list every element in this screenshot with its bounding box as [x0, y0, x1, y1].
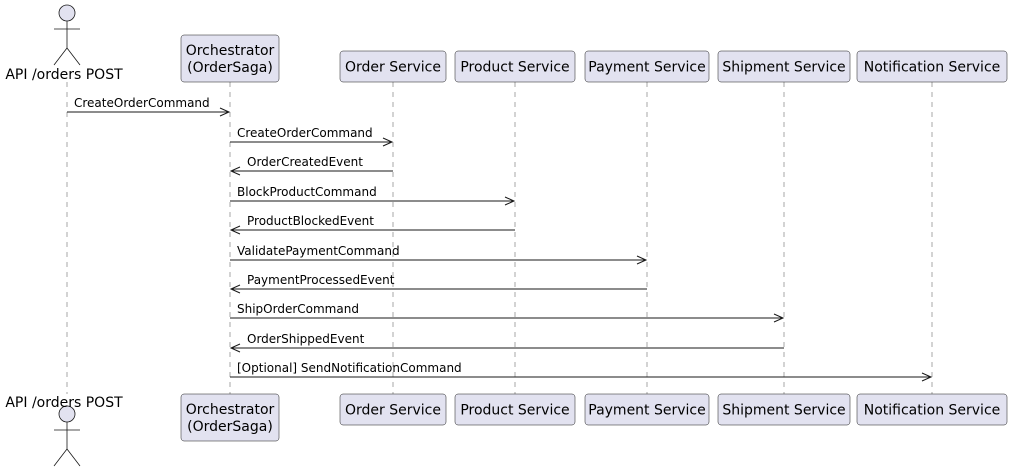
participant-orch-bottom-label: Orchestrator — [186, 402, 275, 418]
participant-order-bottom — [339, 393, 447, 426]
participant-orch-bottom — [180, 393, 280, 442]
participant-order-top-label: Order Service — [345, 60, 441, 76]
message-1-arrowhead — [219, 107, 231, 117]
participant-payment-bottom-label: Payment Service — [588, 403, 705, 419]
message-2-arrowhead — [382, 137, 394, 147]
message-6-label: ValidatePaymentCommand — [237, 244, 400, 258]
actor-api-top-leg-left — [53, 47, 68, 66]
participant-order-top — [339, 50, 447, 83]
message-1-label: CreateOrderCommand — [74, 96, 210, 110]
participant-product-top — [454, 50, 576, 83]
actor-api-bottom-label: API /orders POST — [5, 395, 123, 411]
actor-api-bottom-leg-right — [66, 448, 81, 467]
participant-orch-top-label: (OrderSaga) — [187, 60, 273, 76]
actor-api-top-leg-right — [66, 47, 81, 66]
message-10-arrowhead — [921, 372, 933, 382]
message-3-label: OrderCreatedEvent — [247, 155, 363, 169]
participant-product-bottom-label: Product Service — [460, 403, 569, 419]
participant-payment-top-label: Payment Service — [588, 60, 705, 76]
message-7-arrowhead — [229, 284, 241, 294]
participant-payment-top — [584, 50, 710, 83]
participant-notification-top-label: Notification Service — [864, 60, 1001, 76]
actor-api-top-label: API /orders POST — [5, 67, 123, 83]
message-4-arrowhead — [504, 196, 516, 206]
message-3-arrowhead — [229, 166, 241, 176]
participant-notification-bottom-label: Notification Service — [864, 403, 1001, 419]
participant-shipment-bottom — [717, 393, 851, 426]
actor-api-top-head — [58, 4, 76, 22]
participant-notification-bottom — [856, 393, 1008, 426]
participant-shipment-top-label: Shipment Service — [722, 60, 845, 76]
message-2-label: CreateOrderCommand — [237, 126, 373, 140]
participant-notification-top — [856, 50, 1008, 83]
participant-payment-bottom — [584, 393, 710, 426]
message-8-arrowhead — [773, 313, 785, 323]
participant-orch-top — [180, 34, 280, 83]
participant-orch-top-label: Orchestrator — [186, 43, 275, 59]
participant-product-bottom — [454, 393, 576, 426]
message-7-label: PaymentProcessedEvent — [247, 273, 395, 287]
message-9-label: OrderShippedEvent — [247, 332, 365, 346]
message-5-arrowhead — [229, 225, 241, 235]
actor-api-bottom-leg-left — [53, 448, 68, 467]
participant-shipment-bottom-label: Shipment Service — [722, 403, 845, 419]
participant-orch-bottom-label: (OrderSaga) — [187, 419, 273, 435]
message-5-label: ProductBlockedEvent — [247, 214, 374, 228]
participant-product-top-label: Product Service — [460, 60, 569, 76]
message-6-arrowhead — [636, 255, 648, 265]
message-4-label: BlockProductCommand — [237, 185, 377, 199]
message-9-arrowhead — [229, 343, 241, 353]
message-8-label: ShipOrderCommand — [237, 302, 359, 316]
participant-shipment-top — [717, 50, 851, 83]
participant-order-bottom-label: Order Service — [345, 403, 441, 419]
message-10-label: [Optional] SendNotificationCommand — [237, 361, 462, 375]
